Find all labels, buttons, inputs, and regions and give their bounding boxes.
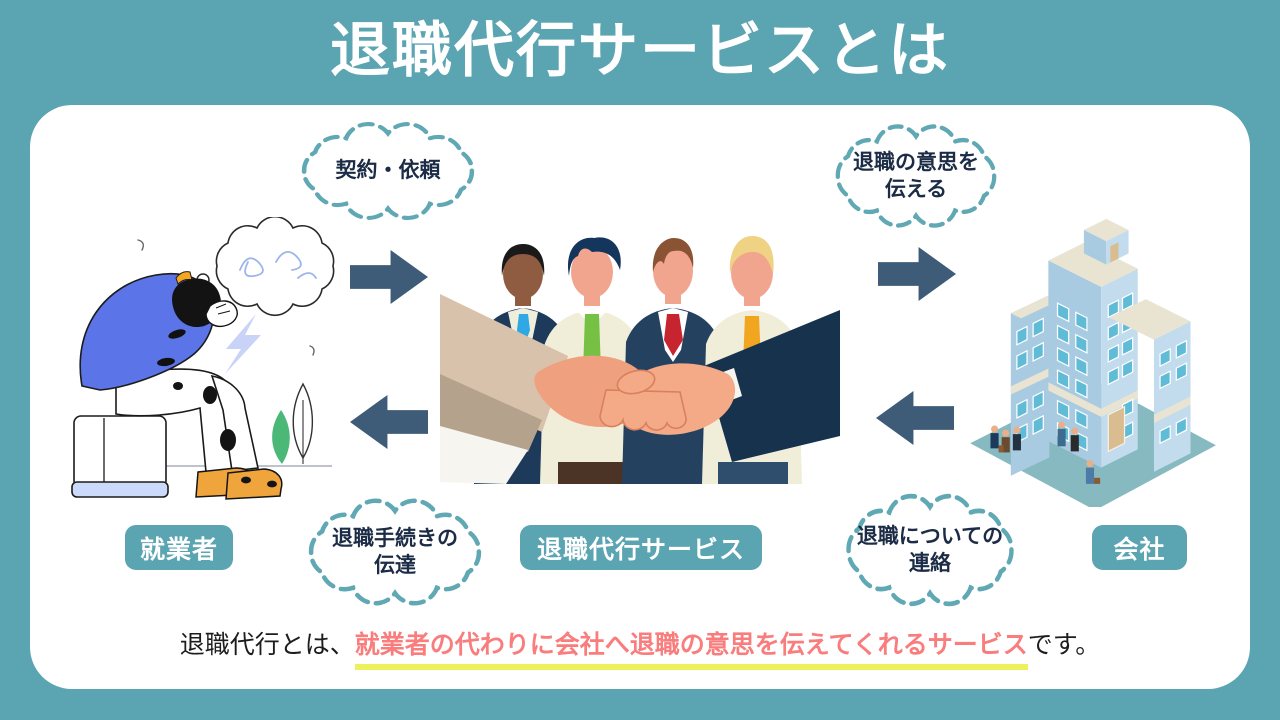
label-company: 会社 bbox=[1092, 525, 1187, 570]
cloud-bubble-icon bbox=[846, 493, 1014, 607]
bubble-contract-request: 契約・依頼 bbox=[285, 117, 491, 225]
bubble-label: 退職の意思を bbox=[853, 150, 979, 174]
footer-prefix: 退職代行とは、 bbox=[179, 631, 355, 659]
cloud-bubble-icon bbox=[835, 124, 997, 228]
label-service-text: 退職代行サービス bbox=[536, 535, 745, 564]
bubble-label: 伝達 bbox=[374, 554, 416, 577]
cloud-bubble-icon bbox=[301, 122, 475, 220]
label-worker: 就業者 bbox=[125, 525, 233, 570]
footer-suffix: です。 bbox=[1027, 631, 1101, 659]
bubble-label: 退職についての bbox=[856, 524, 1004, 548]
label-service: 退職代行サービス bbox=[520, 525, 762, 570]
office-building-illustration bbox=[958, 211, 1222, 507]
label-worker-text: 就業者 bbox=[139, 535, 218, 564]
bubble-label: 契約・依頼 bbox=[335, 159, 441, 183]
footer-explanation: 退職代行とは、就業者の代わりに会社へ退職の意思を伝えてくれるサービスです。 bbox=[30, 625, 1250, 670]
bubble-label: 退職手続きの bbox=[332, 526, 458, 550]
cloud-bubble-icon bbox=[308, 498, 482, 606]
arrow-right-icon bbox=[350, 250, 428, 304]
arrow-left-icon bbox=[876, 391, 954, 445]
handshake-team-illustration bbox=[440, 223, 840, 485]
bubble-contact: 退職についての 連絡 bbox=[830, 488, 1030, 612]
bubble-procedure: 退職手続きの 伝達 bbox=[292, 493, 498, 611]
page-title: 退職代行サービスとは bbox=[330, 17, 950, 84]
bubble-label: 伝える bbox=[884, 178, 948, 201]
bubble-convey-intent: 退職の意思を 伝える bbox=[820, 119, 1012, 233]
stressed-worker-illustration bbox=[60, 217, 340, 509]
bubble-label: 連絡 bbox=[909, 552, 951, 575]
footer-highlight: 就業者の代わりに会社へ退職の意思を伝えてくれるサービス bbox=[354, 631, 1028, 670]
diagram-card: 契約・依頼 退職の意思を 伝える 退職手続きの 伝達 退職についての 連絡 bbox=[30, 105, 1250, 689]
arrow-right-icon bbox=[878, 247, 956, 301]
arrow-left-icon bbox=[350, 395, 428, 449]
label-company-text: 会社 bbox=[1113, 535, 1166, 564]
